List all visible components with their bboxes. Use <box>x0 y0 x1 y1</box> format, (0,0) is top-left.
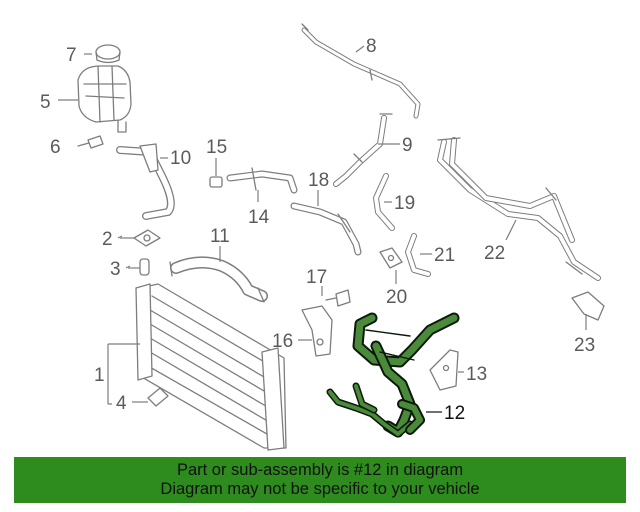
part-10-hose[interactable] <box>116 143 175 220</box>
part-19-hose[interactable] <box>373 173 395 231</box>
callout-20[interactable]: 20 <box>386 287 407 308</box>
callout-22[interactable]: 22 <box>484 243 505 264</box>
callout-12[interactable]: 12 <box>444 403 465 424</box>
callout-6[interactable]: 6 <box>50 137 61 158</box>
part-11-upper-hose[interactable] <box>169 246 268 303</box>
callout-13[interactable]: 13 <box>466 364 487 385</box>
callout-1[interactable]: 1 <box>94 365 105 386</box>
part-5-coolant-reservoir[interactable] <box>58 65 132 133</box>
part-4-drain-plug[interactable] <box>132 387 169 407</box>
part-6-bolt[interactable] <box>77 135 104 149</box>
callout-2[interactable]: 2 <box>102 229 113 250</box>
callout-14[interactable]: 14 <box>248 207 270 228</box>
callout-7[interactable]: 7 <box>66 45 77 66</box>
part-13-bracket[interactable] <box>429 349 464 391</box>
callout-9[interactable]: 9 <box>402 135 413 156</box>
part-20-bracket[interactable] <box>379 247 403 284</box>
part-16-bracket[interactable] <box>298 305 333 357</box>
callout-8[interactable]: 8 <box>366 36 377 57</box>
info-banner: Part or sub-assembly is #12 in diagram D… <box>14 457 626 503</box>
callout-17[interactable]: 17 <box>306 267 327 288</box>
part-17-bolt[interactable] <box>321 286 351 307</box>
callout-18[interactable]: 18 <box>308 170 329 191</box>
banner-line-2: Diagram may not be specific to your vehi… <box>160 480 480 498</box>
callout-5[interactable]: 5 <box>40 92 51 113</box>
part-14-hose[interactable] <box>226 167 298 202</box>
callout-23[interactable]: 23 <box>574 335 595 356</box>
part-15-clip[interactable] <box>209 158 223 188</box>
part-7-reservoir-cap[interactable] <box>84 44 121 64</box>
callout-19[interactable]: 19 <box>394 193 415 214</box>
part-23-bracket[interactable] <box>571 291 605 330</box>
part-8-pipe[interactable] <box>301 23 421 119</box>
callout-4[interactable]: 4 <box>116 393 127 414</box>
part-18-hose[interactable] <box>290 190 362 256</box>
callout-10[interactable]: 10 <box>170 148 191 169</box>
parts-diagram: 7 5 6 10 2 3 11 <box>40 23 605 451</box>
part-2-bracket[interactable] <box>120 229 161 247</box>
callout-16[interactable]: 16 <box>272 331 293 352</box>
part-12-hose-assembly-highlighted[interactable] <box>326 312 460 438</box>
callout-3[interactable]: 3 <box>110 259 121 280</box>
part-1-radiator[interactable] <box>107 283 287 451</box>
part-22-hose-assembly[interactable] <box>437 137 601 281</box>
callout-21[interactable]: 21 <box>434 245 455 266</box>
part-9-hose[interactable] <box>333 113 400 187</box>
callout-11[interactable]: 11 <box>210 226 230 247</box>
callout-15[interactable]: 15 <box>206 137 227 158</box>
banner-line-1: Part or sub-assembly is #12 in diagram <box>176 461 464 479</box>
part-3-grommet[interactable] <box>128 258 150 276</box>
part-21-hose[interactable] <box>405 233 432 277</box>
